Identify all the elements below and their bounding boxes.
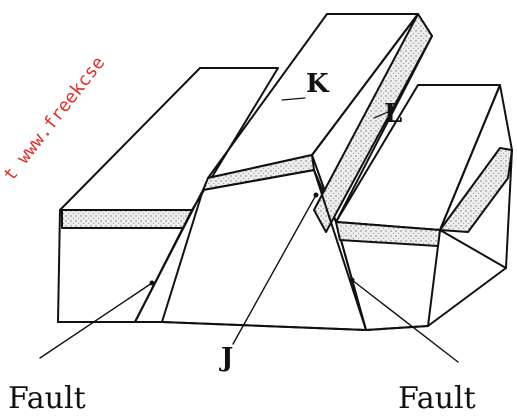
j-dot (313, 192, 319, 198)
right-block-base (427, 267, 507, 327)
left-rock-layer (61, 209, 193, 229)
left-block-top (59, 67, 279, 211)
label-k: K (306, 69, 330, 99)
j-pointer (232, 194, 317, 345)
fault-left-pointer (39, 282, 153, 359)
label-j: J (219, 343, 233, 373)
label-fault-right: Fault (398, 381, 476, 416)
fault-left-dot (149, 280, 155, 286)
fault-plane-right (313, 169, 367, 331)
right-side-layer (439, 147, 513, 233)
fault-plane-left (134, 189, 204, 323)
label-fault-left: Fault (8, 381, 86, 416)
fault-right-pointer (351, 279, 459, 363)
fault-right-dot (349, 277, 355, 283)
label-l: L (384, 99, 402, 129)
right-rock-layer (335, 221, 441, 247)
k-pointer (281, 97, 306, 101)
diagram-base (57, 321, 429, 331)
l-pointer (373, 111, 389, 119)
side-rock-layer (313, 13, 433, 233)
watermark: t www.freekcse (0, 53, 109, 185)
